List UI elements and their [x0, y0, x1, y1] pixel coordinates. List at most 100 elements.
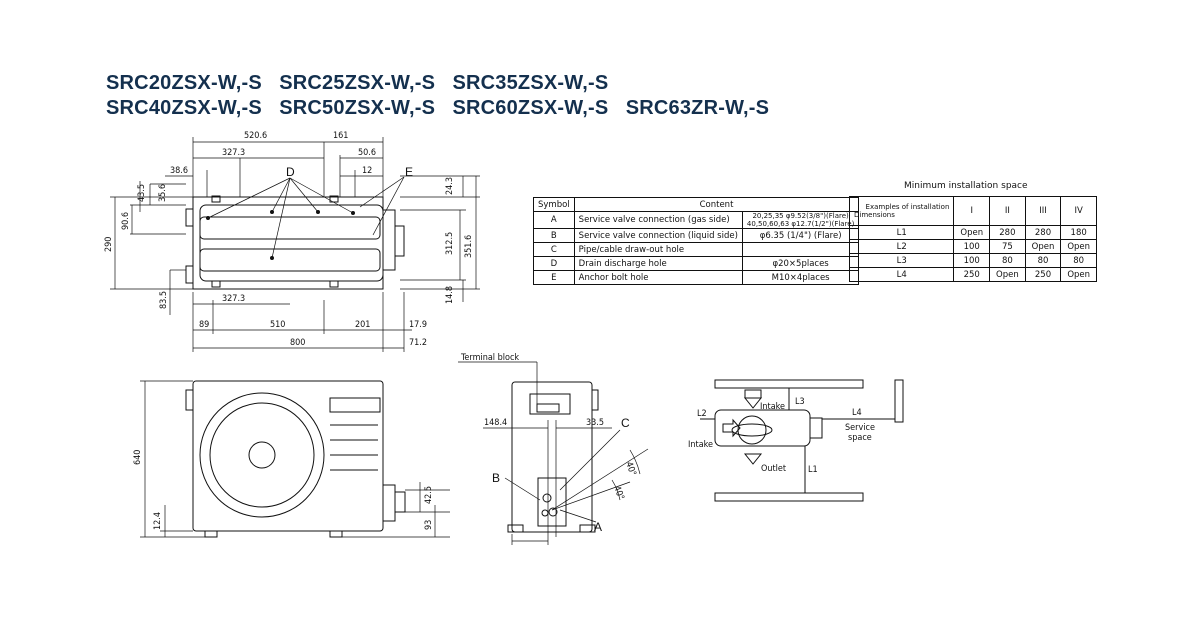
symbol-content-table: Symbol Content A Service valve connectio…	[533, 197, 860, 285]
dim-38-6: 38.6	[170, 166, 188, 176]
model-title-line-2: SRC40ZSX-W,-S SRC50ZSX-W,-S SRC60ZSX-W,-…	[106, 97, 770, 119]
content-cell: Pipe/cable draw-out hole	[573, 242, 743, 257]
spec-cell: 20,25,35 φ9.52(3/8")(Flare) 40,50,60,63 …	[741, 211, 860, 229]
spec-line: 20,25,35 φ9.52(3/8")(Flare)	[752, 212, 849, 220]
callout-e: E	[405, 165, 413, 179]
symbol-cell: B	[533, 228, 575, 243]
table-row: L3 100 80 80 80	[848, 253, 1097, 268]
table-row: C Pipe/cable draw-out hole	[533, 242, 860, 257]
row-label: L4	[848, 267, 955, 282]
side-view-dimension-lines	[458, 361, 649, 545]
symbol-cell: E	[533, 270, 575, 285]
content-cell: Service valve connection (liquid side)	[573, 228, 743, 243]
dim-640: 640	[133, 450, 143, 465]
terminal-block-label: Terminal block	[460, 353, 519, 363]
dim-89: 89	[199, 320, 209, 330]
dim-42-5: 42.5	[424, 486, 434, 504]
dim-17-9: 17.9	[409, 320, 427, 330]
front-view-dimension-lines	[140, 380, 450, 538]
side-view-unit	[507, 381, 599, 533]
content-cell: Anchor bolt hole	[573, 270, 743, 285]
dim-12: 12	[362, 166, 372, 176]
callout-a: A	[594, 520, 602, 534]
table-cell: 100	[953, 253, 991, 268]
header-symbol: Symbol	[533, 197, 575, 212]
angle-40-lower: 40°	[611, 485, 625, 502]
row-label: L2	[848, 239, 955, 254]
table-cell: 280	[989, 225, 1026, 240]
corner-bottom-label: Dimensions	[854, 211, 895, 219]
corner-top-label: Examples of installation	[865, 203, 950, 211]
symbol-cell: A	[533, 211, 575, 229]
model-title-line-1: SRC20ZSX-W,-S SRC25ZSX-W,-S SRC35ZSX-W,-…	[106, 72, 609, 94]
dim-71-2: 71.2	[409, 338, 427, 348]
table-row: A Service valve connection (gas side) 20…	[533, 211, 860, 229]
column-header: I	[953, 196, 991, 226]
service-label: Service	[845, 423, 875, 433]
space-label: space	[848, 433, 872, 443]
space-table-title: Minimum installation space	[904, 181, 1028, 191]
dim-327-3-top: 327.3	[222, 148, 245, 158]
top-view-unit	[185, 195, 405, 290]
table-header-row: Examples of installation Dimensions I II…	[848, 196, 1097, 226]
dim-93: 93	[424, 520, 434, 530]
table-cell: Open	[1060, 239, 1097, 254]
dim-327-3-bottom: 327.3	[222, 294, 245, 304]
dim-33-5: 33.5	[586, 418, 604, 428]
l3-label: L3	[795, 397, 805, 407]
dim-50-6: 50.6	[358, 148, 376, 158]
spec-cell: M10×4places	[741, 270, 860, 285]
table-header-row: Symbol Content	[533, 197, 860, 212]
table-cell: Open	[989, 267, 1026, 282]
table-cell: 250	[1024, 267, 1062, 282]
top-view-leader-lines	[207, 176, 405, 259]
callout-b: B	[492, 471, 500, 485]
table-cell: 100	[953, 239, 991, 254]
table-cell: 80	[1024, 253, 1062, 268]
table-cell: 280	[1024, 225, 1062, 240]
front-view-unit	[185, 380, 406, 538]
column-header: II	[989, 196, 1026, 226]
dim-35-6: 35.6	[158, 184, 168, 202]
table-cell: Open	[1060, 267, 1097, 282]
corner-cell: Examples of installation Dimensions	[848, 196, 955, 226]
spec-line: 40,50,60,63 φ12.7(1/2")(Flare)	[746, 220, 855, 228]
column-header: III	[1024, 196, 1062, 226]
callout-d: D	[286, 165, 295, 179]
spec-cell	[741, 242, 860, 257]
table-row: D Drain discharge hole φ20×5places	[533, 256, 860, 271]
dim-161: 161	[333, 131, 348, 141]
dim-148-4: 148.4	[484, 418, 507, 428]
installation-space-table: Examples of installation Dimensions I II…	[848, 196, 1097, 282]
table-cell: 80	[1060, 253, 1097, 268]
l4-label: L4	[852, 408, 862, 418]
intake-left-label: Intake	[688, 440, 713, 450]
content-cell: Drain discharge hole	[573, 256, 743, 271]
dim-12-4: 12.4	[153, 512, 163, 530]
l1-label: L1	[808, 465, 818, 475]
table-row: L4 250 Open 250 Open	[848, 267, 1097, 282]
outlet-label: Outlet	[761, 464, 786, 474]
content-cell: Service valve connection (gas side)	[573, 211, 743, 229]
column-header: IV	[1060, 196, 1097, 226]
table-cell: Open	[953, 225, 991, 240]
callout-c: C	[621, 416, 630, 430]
top-view-dimension-lines	[110, 137, 480, 352]
header-content: Content	[573, 197, 860, 212]
dim-351-6: 351.6	[464, 235, 474, 258]
installation-diagram	[700, 379, 904, 502]
dim-43-5: 43.5	[137, 184, 147, 202]
row-label: L3	[848, 253, 955, 268]
angle-40-upper: 40°	[623, 461, 637, 478]
symbol-cell: D	[533, 256, 575, 271]
dim-90-6: 90.6	[121, 212, 131, 230]
dim-520-6: 520.6	[244, 131, 267, 141]
table-row: B Service valve connection (liquid side)…	[533, 228, 860, 243]
dim-800: 800	[290, 338, 305, 348]
table-cell: 75	[989, 239, 1026, 254]
table-cell: Open	[1024, 239, 1062, 254]
dim-24-3: 24.3	[445, 177, 455, 195]
table-cell: 250	[953, 267, 991, 282]
dim-510: 510	[270, 320, 285, 330]
